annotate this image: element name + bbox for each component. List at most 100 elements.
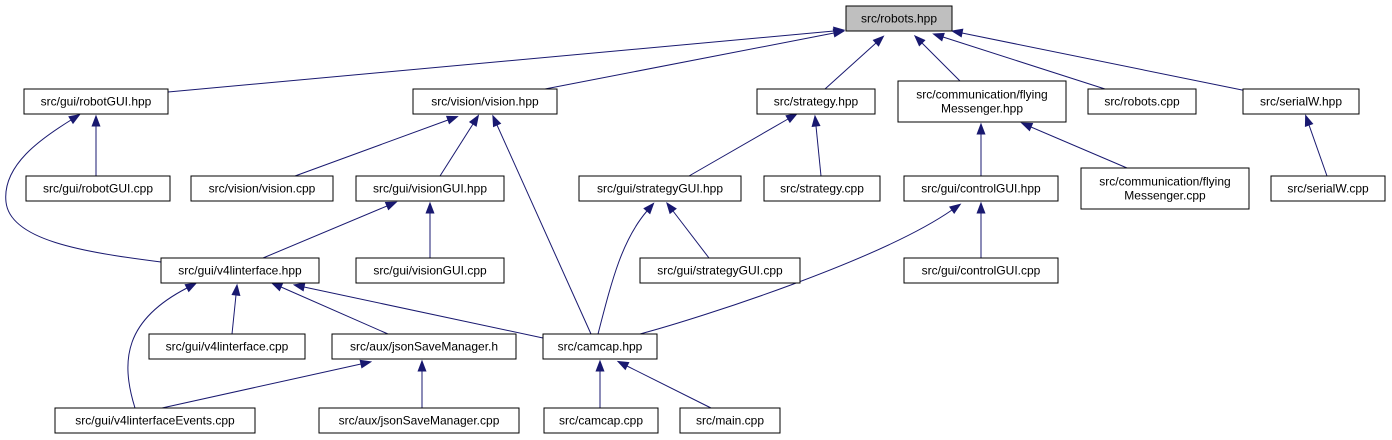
node-label: src/camcap.hpp <box>558 340 643 354</box>
edge-jsonSaveManager_h-to-v4linterface_hpp <box>270 282 389 335</box>
node-label: src/main.cpp <box>696 414 764 428</box>
edge-robots_cpp-to-robots_hpp <box>932 32 1106 90</box>
node-box <box>679 407 781 434</box>
edge-line <box>231 294 237 335</box>
node-serialW_hpp[interactable]: src/serialW.hpp <box>1242 88 1360 115</box>
node-robots_hpp[interactable]: src/robots.hpp <box>845 5 953 32</box>
edge-arrowhead <box>445 115 459 125</box>
node-label: src/gui/controlGUI.cpp <box>922 264 1041 278</box>
edge-visionGUI_cpp-to-visionGUI_hpp <box>425 201 435 258</box>
node-box <box>54 407 256 434</box>
node-box <box>578 175 742 202</box>
edge-line <box>280 286 389 335</box>
node-box <box>355 175 505 202</box>
edge-line <box>1308 124 1328 177</box>
node-controlGUI_hpp[interactable]: src/gui/controlGUI.hpp <box>903 175 1059 202</box>
node-box <box>1242 88 1360 115</box>
edge-arrowhead <box>872 35 885 47</box>
edge-line <box>439 123 474 177</box>
edge-arrowhead <box>184 282 198 293</box>
node-robotGUI_cpp[interactable]: src/gui/robotGUI.cpp <box>25 175 171 202</box>
node-jsonSaveManager_cpp[interactable]: src/aux/jsonSaveManager.cpp <box>318 407 520 434</box>
edges-layer <box>5 26 1328 409</box>
edge-v4linterfaceEvents_cpp-to-v4linterface_hpp <box>127 282 198 409</box>
edge-vision_hpp-to-robots_hpp <box>544 28 846 90</box>
node-box <box>190 175 334 202</box>
node-label: src/gui/robotGUI.hpp <box>41 95 152 109</box>
node-v4linterface_hpp[interactable]: src/gui/v4linterface.hpp <box>160 257 320 284</box>
node-box <box>25 175 171 202</box>
node-label: src/gui/v4linterfaceEvents.cpp <box>75 414 235 428</box>
edge-camcap_hpp-to-strategyGUI_hpp <box>597 202 655 335</box>
node-strategy_hpp[interactable]: src/strategy.hpp <box>756 88 876 115</box>
node-label: src/aux/jsonSaveManager.cpp <box>339 414 500 428</box>
edge-arrowhead <box>976 201 986 214</box>
edge-line <box>544 32 835 90</box>
edge-arrowhead <box>492 114 502 128</box>
node-box <box>903 257 1059 284</box>
edge-flyingMessenger_cpp-to-flyingMessenger_hpp <box>1020 122 1128 169</box>
node-vision_cpp[interactable]: src/vision/vision.cpp <box>190 175 334 202</box>
edge-serialW_cpp-to-serialW_hpp <box>1304 114 1328 177</box>
node-box <box>845 5 953 32</box>
edge-line <box>597 210 648 335</box>
edge-line <box>161 363 362 409</box>
node-label: src/gui/visionGUI.cpp <box>373 264 487 278</box>
edge-line <box>639 209 953 335</box>
node-label: src/gui/strategyGUI.hpp <box>597 182 723 196</box>
node-vision_hpp[interactable]: src/vision/vision.hpp <box>412 88 558 115</box>
node-label: src/strategy.hpp <box>774 95 859 109</box>
node-serialW_cpp[interactable]: src/serialW.cpp <box>1270 175 1386 202</box>
edge-arrowhead <box>976 122 986 135</box>
node-strategyGUI_cpp[interactable]: src/gui/strategyGUI.cpp <box>639 257 801 284</box>
edge-line <box>824 42 877 90</box>
edge-camcap_hpp-to-vision_hpp <box>492 114 592 335</box>
node-v4linterfaceEvents_cpp[interactable]: src/gui/v4linterfaceEvents.cpp <box>54 407 256 434</box>
edge-line <box>688 118 789 177</box>
node-box <box>355 257 505 284</box>
node-robots_cpp[interactable]: src/robots.cpp <box>1087 88 1197 115</box>
edge-arrowhead <box>785 113 798 124</box>
node-box <box>331 333 517 360</box>
node-box <box>23 88 169 115</box>
node-robotGUI_hpp[interactable]: src/gui/robotGUI.hpp <box>23 88 169 115</box>
edge-camcap_hpp-to-v4linterface_hpp <box>292 282 544 339</box>
node-main_cpp[interactable]: src/main.cpp <box>679 407 781 434</box>
node-label: src/strategy.cpp <box>780 182 864 196</box>
node-jsonSaveManager_h[interactable]: src/aux/jsonSaveManager.h <box>331 333 517 360</box>
edge-arrowhead <box>616 360 630 371</box>
node-camcap_cpp[interactable]: src/camcap.cpp <box>543 407 659 434</box>
edge-line <box>626 365 712 409</box>
edge-arrowhead <box>811 114 821 127</box>
node-label: Messenger.cpp <box>1124 189 1206 203</box>
node-label: src/serialW.cpp <box>1287 182 1369 196</box>
node-visionGUI_cpp[interactable]: src/gui/visionGUI.cpp <box>355 257 505 284</box>
node-label: src/gui/v4linterface.hpp <box>178 264 302 278</box>
node-visionGUI_hpp[interactable]: src/gui/visionGUI.hpp <box>355 175 505 202</box>
node-box <box>412 88 558 115</box>
node-camcap_hpp[interactable]: src/camcap.hpp <box>542 333 658 360</box>
edge-arrowhead <box>949 203 962 215</box>
node-strategy_cpp[interactable]: src/strategy.cpp <box>763 175 881 202</box>
node-controlGUI_cpp[interactable]: src/gui/controlGUI.cpp <box>903 257 1059 284</box>
edge-arrowhead <box>384 201 398 211</box>
edge-robotGUI_hpp-to-robots_hpp <box>167 26 846 93</box>
edge-arrowhead <box>1304 114 1314 127</box>
edge-v4linterface_cpp-to-v4linterface_hpp <box>231 283 241 335</box>
edge-line <box>496 124 592 335</box>
node-v4linterface_cpp[interactable]: src/gui/v4linterface.cpp <box>148 333 306 360</box>
edge-vision_cpp-to-vision_hpp <box>294 115 459 177</box>
node-label: Messenger.hpp <box>941 102 1023 116</box>
edge-arrowhead <box>950 28 964 38</box>
node-box <box>763 175 881 202</box>
node-strategyGUI_hpp[interactable]: src/gui/strategyGUI.hpp <box>578 175 742 202</box>
node-box <box>318 407 520 434</box>
node-box <box>756 88 876 115</box>
edge-arrowhead <box>595 359 605 372</box>
edge-line <box>5 119 162 263</box>
edge-arrowhead <box>359 359 373 369</box>
node-label: src/serialW.hpp <box>1260 95 1342 109</box>
